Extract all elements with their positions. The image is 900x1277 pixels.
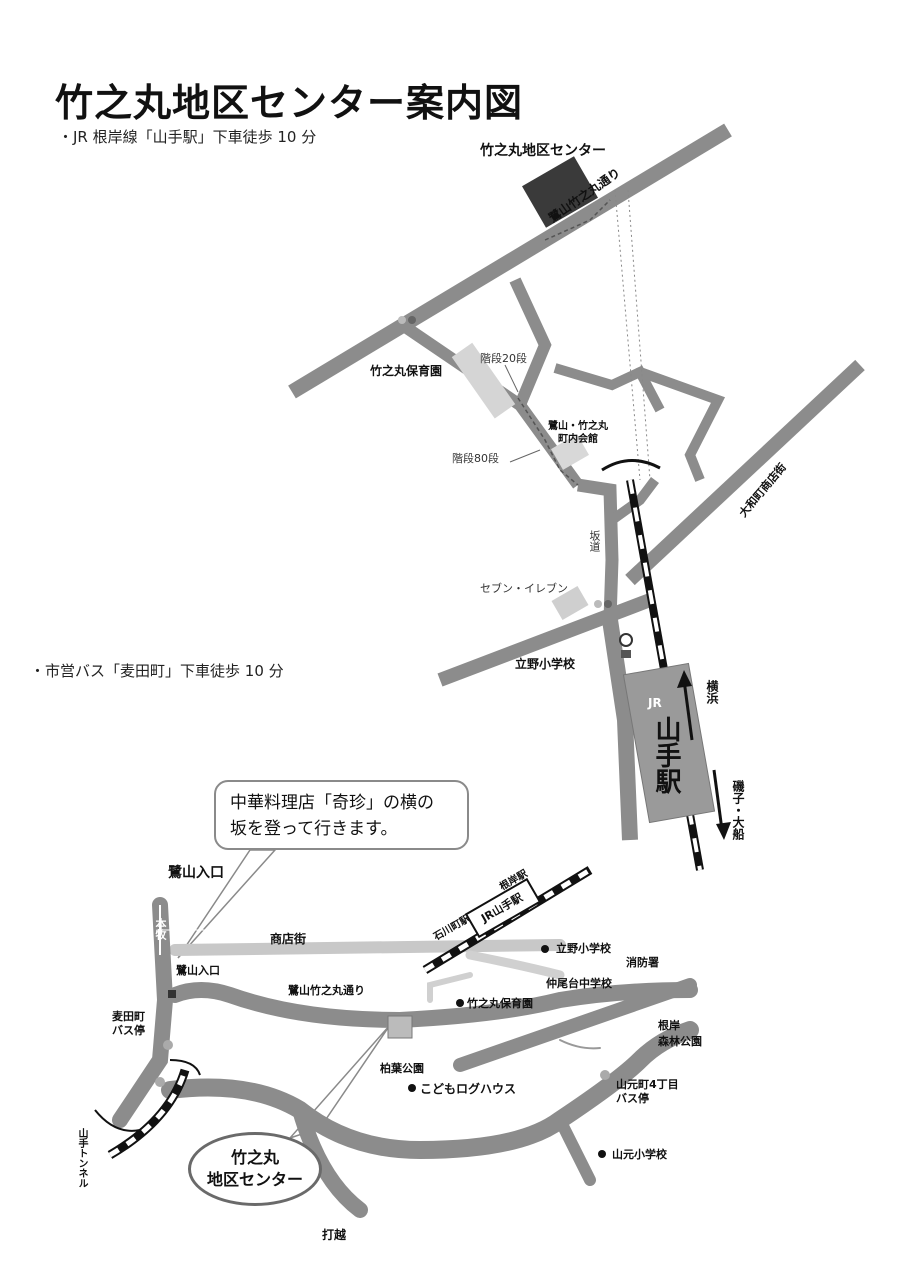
road-station-side xyxy=(609,477,659,525)
tunnel-label: 山手トンネル xyxy=(76,1128,87,1188)
road-right-diagonal xyxy=(453,978,697,1072)
yamamoto-school-label: 山元小学校 xyxy=(612,1148,667,1161)
hall-label-line1: 鷺山・竹之丸 xyxy=(548,421,608,432)
seven-eleven-building xyxy=(551,585,589,621)
honmoku-label: 本牧 xyxy=(154,918,167,940)
road-loop-right xyxy=(553,363,665,413)
mugita-line1: 麦田町 xyxy=(112,1010,145,1023)
hall-label: 鷺山・竹之丸 町内会館 xyxy=(548,420,608,446)
nakaodai-label: 仲尾台中学校 xyxy=(546,977,612,990)
jr-access-note: ・JR 根岸線「山手駅」下車徒歩 10 分 xyxy=(58,128,317,146)
log-house-label: こどもログハウス xyxy=(420,1082,517,1096)
callout-line2: 坂を登って行きます。 xyxy=(230,819,398,839)
forest-park-line2: 森林公園 xyxy=(658,1035,702,1048)
yamamoto-bus-line2: バス停 xyxy=(616,1092,649,1105)
tateno-lower-label: 立野小学校 xyxy=(556,942,611,955)
road-branch-middle xyxy=(509,277,552,408)
road-south-loop xyxy=(161,1021,699,1160)
road-tateno xyxy=(437,593,653,687)
center-callout: 竹之丸 地区センター xyxy=(188,1132,322,1206)
kashiwaba-park-label: 柏葉公園 xyxy=(380,1062,424,1075)
yamamoto-bus-label: 山元町4丁目 バス停 xyxy=(616,1078,679,1106)
road-sagiyama-takenomaru-upper xyxy=(288,123,732,399)
lower-road-label: 鷺山竹之丸通り xyxy=(288,984,365,997)
upper-nursery-label: 竹之丸保育園 xyxy=(370,364,443,378)
mugita-bus-stop-label: 麦田町 バス停 xyxy=(112,1010,145,1038)
bus-access-note: ・市営バス「麦田町」下車徒歩 10 分 xyxy=(30,662,284,680)
yamate-station-label: 山手駅 xyxy=(651,716,681,794)
sagiyama-entrance-top-label: 鷺山入口 xyxy=(168,865,224,881)
slope-label: 坂道 xyxy=(588,530,601,552)
callout-line1: 中華料理店「奇珍」の横の xyxy=(230,793,434,813)
tateno-school-label: 立野小学校 xyxy=(515,657,576,671)
road-shotengai xyxy=(169,939,566,956)
road-south-branch xyxy=(292,1102,368,1218)
page-title: 竹之丸地区センター案内図 xyxy=(55,81,524,125)
center-line2: 地区センター xyxy=(206,1170,303,1189)
lower-nursery-label: 竹之丸保育園 xyxy=(467,997,533,1010)
uchikoshi-label: 打越 xyxy=(322,1228,347,1242)
road-south-east xyxy=(554,1114,596,1186)
seven-eleven-label: セブン・イレブン xyxy=(480,582,568,595)
mugita-line2: バス停 xyxy=(112,1024,145,1037)
to-yokohama-label: 横浜 xyxy=(705,680,719,704)
forest-park-label: 根岸 森林公園 xyxy=(658,1018,702,1050)
directions-callout: 中華料理店「奇珍」の横の 坂を登って行きます。 xyxy=(214,780,469,850)
yamate-station-box xyxy=(622,662,716,824)
road-south xyxy=(602,618,638,841)
jr-label: JR xyxy=(648,696,662,710)
center-building xyxy=(522,156,598,228)
to-isogo-label: 磯子・大船 xyxy=(731,780,745,840)
hall-building xyxy=(551,434,589,470)
road-yamatocho xyxy=(625,359,865,586)
road-honmoku xyxy=(112,897,174,1128)
yamamoto-bus-line1: 山元町4丁目 xyxy=(616,1078,679,1091)
jr-station-box xyxy=(464,877,542,939)
road-loop-right-2 xyxy=(638,367,726,482)
hall-label-line2: 町内会館 xyxy=(558,434,598,445)
sagiyama-entrance-label: 鷺山入口 xyxy=(176,964,220,977)
center-line1: 竹之丸 xyxy=(230,1148,279,1167)
stairs-20-label: 階段20段 xyxy=(480,352,527,365)
upper-center-label: 竹之丸地区センター xyxy=(480,143,606,159)
fire-station-label: 消防署 xyxy=(626,956,659,969)
road-slope xyxy=(576,478,619,621)
shotengai-label: 商店街 xyxy=(270,932,307,946)
lower-center-building xyxy=(387,1015,413,1039)
stairs-80-label: 階段80段 xyxy=(452,452,499,465)
forest-park-line1: 根岸 xyxy=(658,1019,680,1032)
